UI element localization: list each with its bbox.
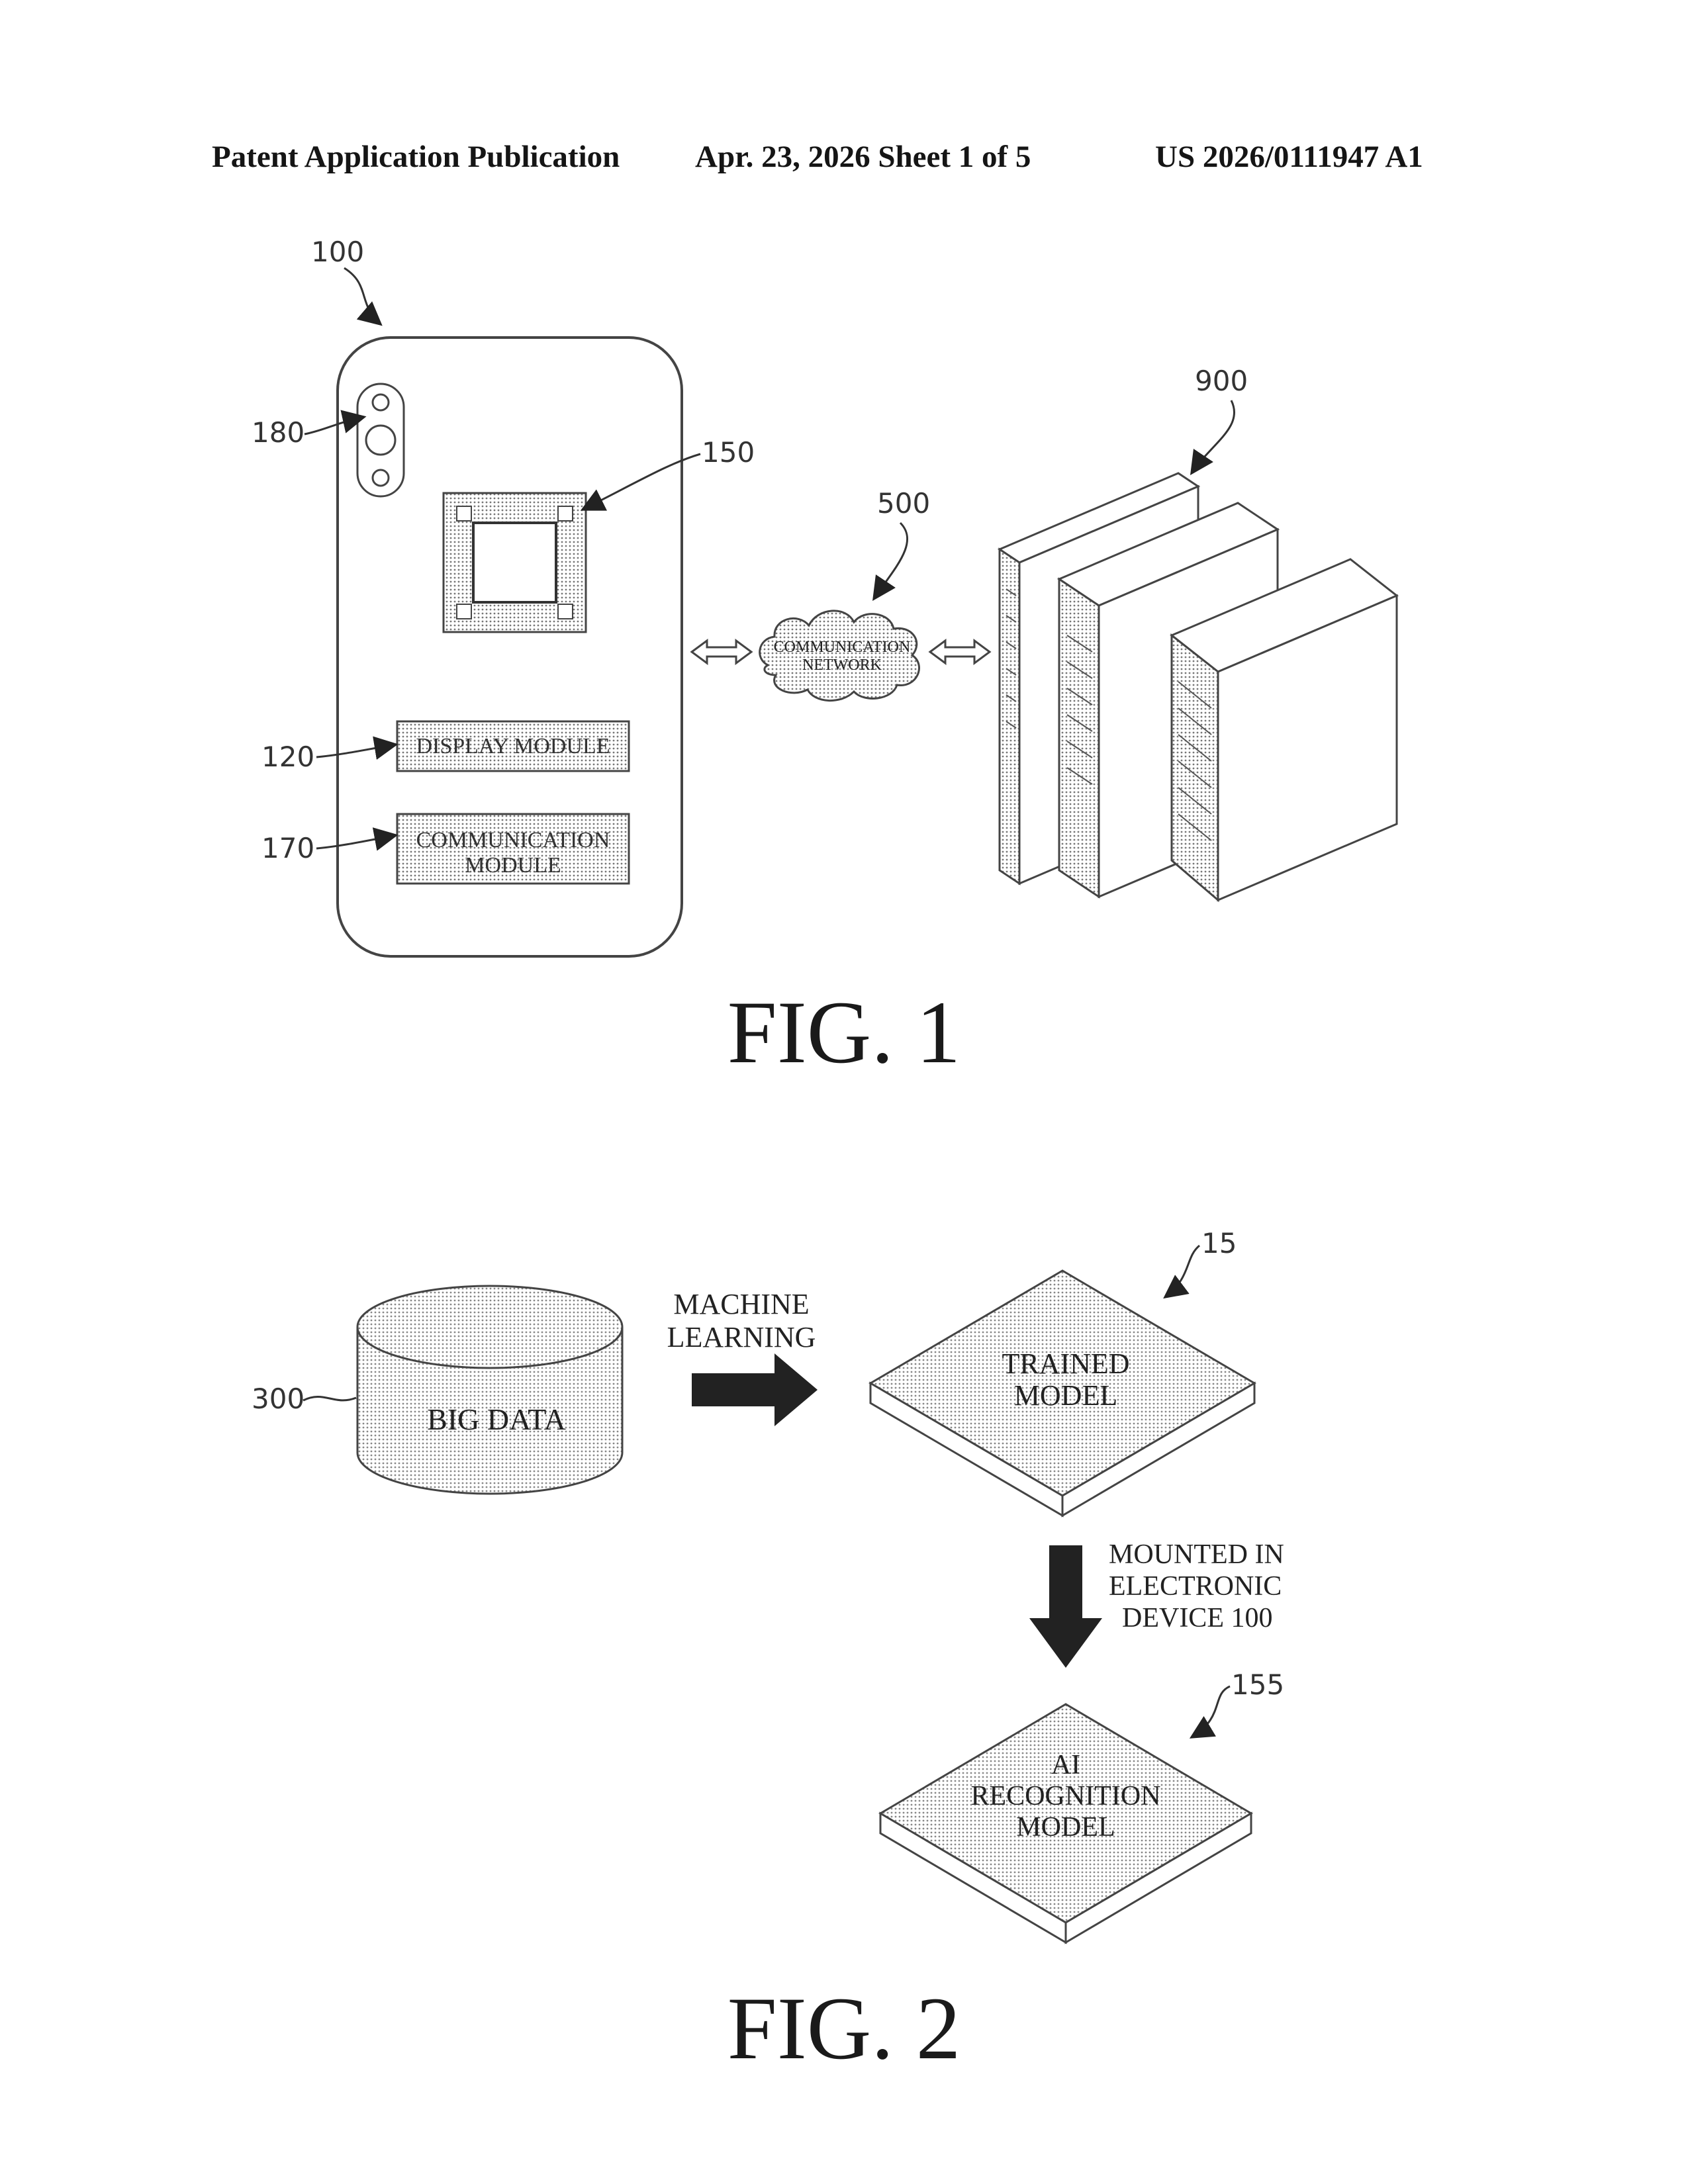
ref-display: 120 — [261, 741, 314, 773]
down-arrow-icon — [1029, 1545, 1102, 1668]
communication-module-label-line2: MODULE — [465, 853, 561, 878]
display-module-label: DISPLAY MODULE — [416, 734, 610, 758]
ref-network: 500 — [877, 487, 930, 520]
ref-device: 100 — [311, 236, 364, 268]
double-arrow-icon — [692, 641, 751, 663]
trained-model-label-line1: TRAINED — [1002, 1347, 1129, 1380]
ref-camera: 180 — [252, 416, 305, 449]
network-label-line2: NETWORK — [802, 657, 882, 674]
communication-module-label-line1: COMMUNICATION — [416, 828, 610, 852]
ref-bigdata: 300 — [252, 1383, 305, 1415]
network-label-line1: COMMUNICATION — [774, 639, 911, 656]
mounted-label-line2: ELECTRONIC — [1109, 1571, 1282, 1602]
mounted-label-line3: DEVICE 100 — [1122, 1603, 1272, 1633]
trained-model-label-line2: MODEL — [1014, 1379, 1117, 1412]
camera-icon — [357, 384, 404, 496]
big-data-label: BIG DATA — [427, 1402, 566, 1436]
processor-chip-icon — [444, 493, 586, 632]
ai-model-label-line1: AI — [1051, 1750, 1080, 1780]
right-arrow-icon — [692, 1353, 818, 1426]
database-cylinder-icon — [357, 1286, 622, 1494]
mounted-label-line1: MOUNTED IN — [1109, 1539, 1284, 1570]
ref-ai: 155 — [1231, 1668, 1284, 1701]
ai-model-label-line3: MODEL — [1016, 1812, 1115, 1843]
figure-1: DISPLAY MODULE COMMUNICATION MODULE 100 … — [0, 0, 1688, 1125]
figure-2-label: FIG. 2 — [727, 1979, 961, 2078]
double-arrow-icon — [930, 641, 990, 663]
ref-server: 900 — [1195, 365, 1248, 397]
ref-trained: 15 — [1201, 1227, 1237, 1259]
ref-comm: 170 — [261, 832, 314, 864]
server-icon — [1000, 473, 1397, 900]
figure-1-label: FIG. 1 — [727, 983, 961, 1082]
machine-learning-label-line2: LEARNING — [667, 1321, 816, 1353]
ai-model-label-line2: RECOGNITION — [971, 1781, 1161, 1811]
figure-2: BIG DATA 300 MACHINE LEARNING TRAINED MO… — [0, 1125, 1688, 2184]
machine-learning-label-line1: MACHINE — [673, 1288, 809, 1320]
ref-chip: 150 — [702, 436, 755, 469]
